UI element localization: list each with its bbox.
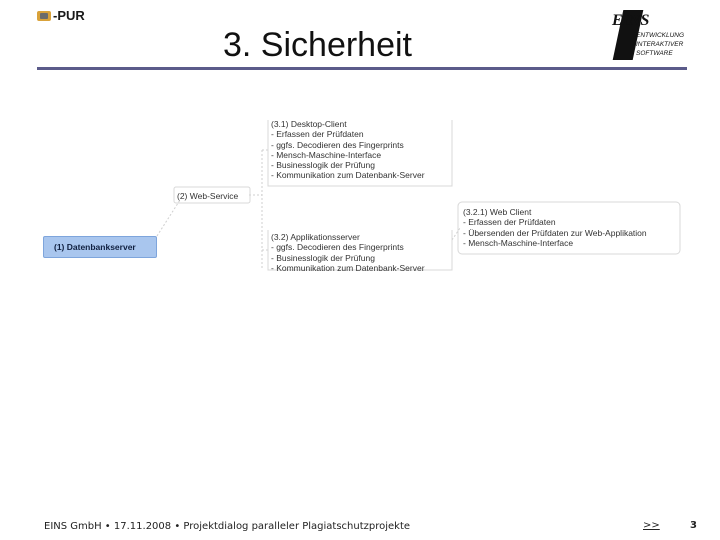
eins-logo-tag-line-2: INTERAKTIVER <box>636 41 684 48</box>
connector-appserver-webclient <box>451 227 461 241</box>
connector-db-webservice <box>156 199 181 237</box>
desktop-client-node: (3.1) Desktop-Client - Erfassen der Prüf… <box>271 119 425 181</box>
next-slide-link[interactable]: >> <box>643 520 660 531</box>
eins-logo-tag-line-1: ENTWICKLUNG <box>636 32 685 39</box>
title-rule <box>37 67 687 70</box>
app-server-node: (3.2) Applikationsserver - ggfs. Decodie… <box>271 232 425 273</box>
web-service-node: (2) Web-Service <box>177 191 239 201</box>
webservice-frame <box>173 186 251 204</box>
eins-logo-initial: EINS <box>612 12 650 29</box>
page-number: 3 <box>690 520 697 531</box>
epur-logo: -PUR <box>37 8 85 23</box>
desktop-client-bracket <box>267 120 453 187</box>
eins-logo: EINS ENTWICKLUNG INTERAKTIVER SOFTWARE <box>612 10 692 62</box>
eins-logo-tag-line-3: SOFTWARE <box>636 50 673 57</box>
web-client-node: (3.2.1) Web Client - Erfassen der Prüfda… <box>463 207 647 248</box>
database-server-node: (1) Datenbankserver <box>43 236 157 258</box>
page-title: 3. Sicherheit <box>223 26 412 64</box>
webclient-frame <box>457 201 681 255</box>
epur-logo-icon <box>37 10 51 21</box>
footer-text: EINS GmbH • 17.11.2008 • Projektdialog p… <box>44 521 411 532</box>
epur-logo-text: -PUR <box>53 8 85 23</box>
appserver-bracket <box>267 230 453 271</box>
